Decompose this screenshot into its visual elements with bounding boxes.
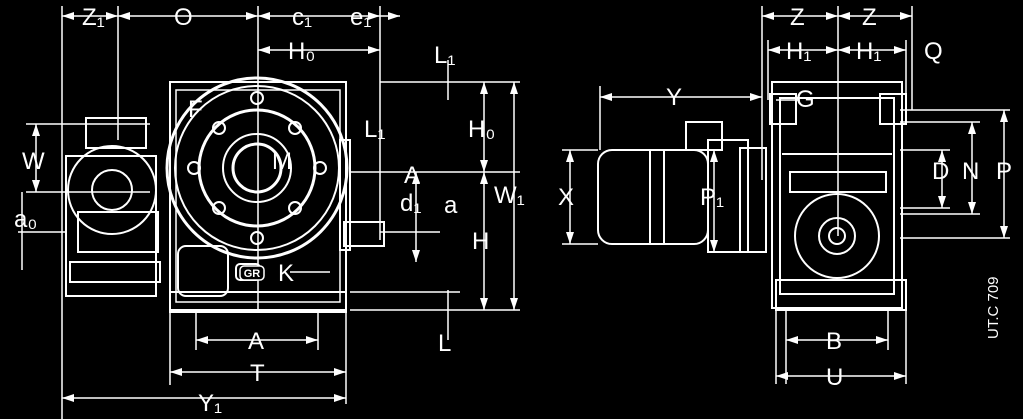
gr-logo-badge: GR	[239, 265, 265, 281]
label-h0-top: H₀	[288, 38, 316, 65]
label-a0: a₀	[14, 206, 38, 233]
label-l1-top: L₁	[434, 42, 456, 69]
label-l1-mid: L₁	[364, 116, 386, 143]
label-p: P	[996, 158, 1013, 185]
label-m: M	[272, 148, 292, 175]
label-y: Y	[666, 84, 683, 111]
left-view-gearbox	[65, 76, 385, 313]
label-h: H	[472, 228, 490, 255]
label-a-right: A	[404, 162, 421, 189]
label-h1-left: H₁	[786, 38, 812, 65]
drawing-code: UT.C 709	[985, 276, 1002, 339]
label-h0-right: H₀	[468, 116, 496, 143]
label-f: F	[188, 96, 203, 123]
label-l: L	[438, 330, 452, 357]
label-q: Q	[924, 38, 943, 65]
label-d: D	[932, 158, 950, 185]
arrowheads	[32, 12, 1008, 402]
label-b: B	[826, 328, 843, 355]
label-g: G	[796, 86, 815, 113]
label-k: K	[278, 260, 295, 287]
label-d1: d₁	[400, 190, 422, 217]
label-z-left: Z	[790, 4, 805, 31]
label-p1: P₁	[700, 184, 725, 211]
label-c1: c₁	[292, 4, 313, 31]
label-u: U	[826, 364, 844, 391]
label-z-right: Z	[862, 4, 877, 31]
label-x: X	[558, 184, 575, 211]
label-o: O	[174, 4, 193, 31]
label-e1: e₁	[350, 4, 372, 31]
label-w: W	[22, 148, 45, 175]
right-view-gearbox	[597, 81, 907, 311]
label-t: T	[250, 360, 265, 387]
label-z1: Z₁	[82, 4, 105, 31]
label-y1: Y₁	[198, 390, 223, 417]
label-n: N	[962, 158, 980, 185]
label-h1-right: H₁	[856, 38, 882, 65]
label-a-bottom: A	[248, 328, 265, 355]
label-w1: W₁	[494, 182, 525, 209]
label-a-lower: a	[444, 192, 458, 219]
gr-badge-text: GR	[244, 268, 261, 280]
left-dimension-lines	[18, 6, 520, 419]
